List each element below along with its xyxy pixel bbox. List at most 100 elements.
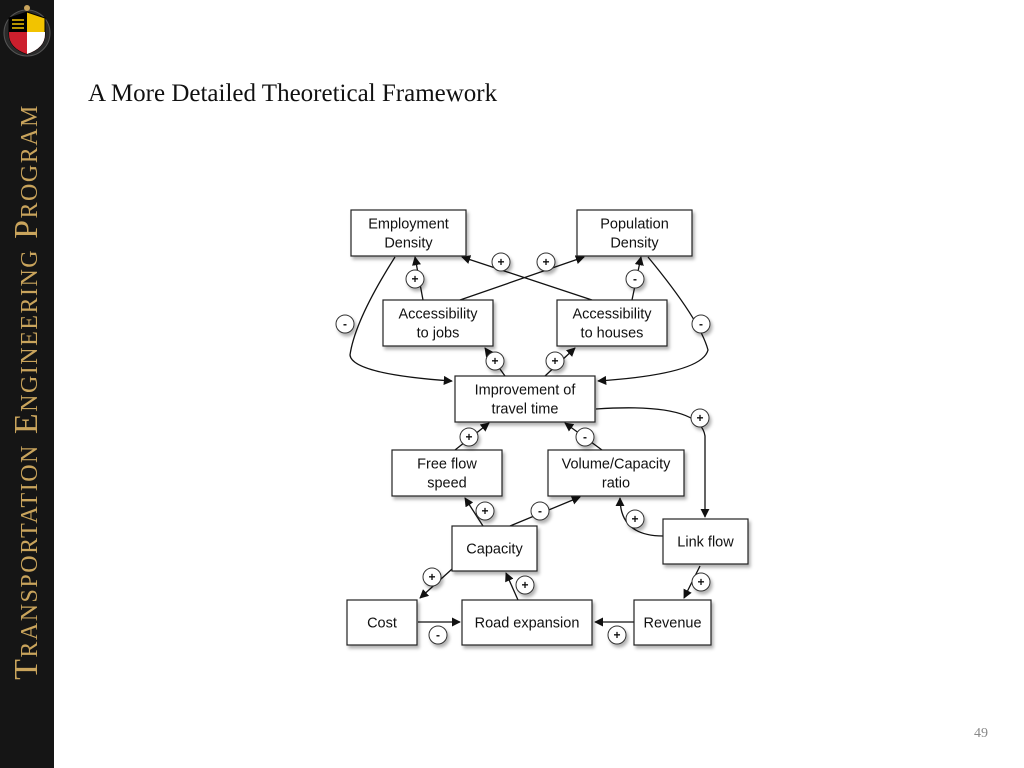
node-box xyxy=(547,449,685,497)
sign-badge: + xyxy=(475,501,495,521)
sign-label: + xyxy=(631,512,638,526)
sign-badge: + xyxy=(515,575,535,595)
node-label: speed xyxy=(427,476,467,492)
sign-label: + xyxy=(697,575,704,589)
node-label: Link flow xyxy=(677,535,734,551)
sign-badge: - xyxy=(530,501,550,521)
node-label: Accessibility xyxy=(399,307,479,323)
node-label: Improvement of xyxy=(475,383,577,399)
sign-label: + xyxy=(613,628,620,642)
node-label: Road expansion xyxy=(475,616,580,632)
slide-title: A More Detailed Theoretical Framework xyxy=(88,80,498,107)
sign-label: + xyxy=(491,354,498,368)
sign-label: + xyxy=(521,578,528,592)
node-acc_houses: Accessibility to houses xyxy=(556,299,668,347)
university-seal-icon xyxy=(3,5,51,57)
node-box xyxy=(576,209,693,257)
node-label: Density xyxy=(610,236,659,252)
sign-badge: - xyxy=(625,269,645,289)
node-label: travel time xyxy=(492,402,559,418)
sign-badge-circle xyxy=(485,351,505,371)
node-label: Capacity xyxy=(466,542,523,558)
sign-label: - xyxy=(699,317,703,331)
node-label: Free flow xyxy=(417,457,477,473)
sign-badge: - xyxy=(691,314,711,334)
link-acc_houses-to-employment xyxy=(461,255,593,301)
node-box xyxy=(454,375,596,423)
sidebar: Transportation Engineering Program xyxy=(0,0,54,768)
sign-badge: + xyxy=(485,351,505,371)
sign-badge: + xyxy=(691,572,711,592)
node-vc: Volume/Capacity ratio xyxy=(547,449,685,497)
sign-badge: + xyxy=(422,567,442,587)
sign-badge-circle xyxy=(428,625,448,645)
page-number: 49 xyxy=(974,726,988,741)
node-label: to houses xyxy=(581,326,644,342)
sign-badge-circle xyxy=(691,572,711,592)
node-box xyxy=(391,449,503,497)
sign-label: + xyxy=(542,255,549,269)
sign-label: - xyxy=(633,272,637,286)
node-linkflow: Link flow xyxy=(662,518,749,565)
sign-badge: - xyxy=(335,314,355,334)
link-capacity-to-freeflow xyxy=(464,497,484,527)
sign-label: - xyxy=(583,430,587,444)
sign-label: + xyxy=(465,430,472,444)
sign-label: - xyxy=(538,504,542,518)
node-label: Volume/Capacity xyxy=(562,457,672,473)
sign-badge-circle xyxy=(690,408,710,428)
node-label: Employment xyxy=(368,217,449,233)
sign-label: + xyxy=(551,354,558,368)
sign-badge-circle xyxy=(405,269,425,289)
node-box xyxy=(662,518,749,565)
link-improvement-to-linkflow xyxy=(595,407,710,518)
sign-label: + xyxy=(481,504,488,518)
node-revenue: Revenue xyxy=(633,599,712,646)
node-label: Population xyxy=(600,217,669,233)
node-box xyxy=(556,299,668,347)
sign-badge: + xyxy=(536,252,556,272)
sign-badge: + xyxy=(545,351,565,371)
link-road-to-capacity xyxy=(505,572,519,601)
node-box xyxy=(350,209,467,257)
sign-label: + xyxy=(428,570,435,584)
sign-badge: - xyxy=(575,427,595,447)
sign-badge-circle xyxy=(607,625,627,645)
node-label: ratio xyxy=(602,476,630,492)
sign-badge: + xyxy=(690,408,710,428)
link-acc_jobs-to-population xyxy=(459,255,585,301)
node-box xyxy=(451,525,538,572)
sign-badge-circle xyxy=(575,427,595,447)
node-label: Revenue xyxy=(643,616,701,632)
sign-badge-circle xyxy=(515,575,535,595)
sign-badge: + xyxy=(625,509,645,529)
sign-label: - xyxy=(436,628,440,642)
link-population-to-improvement xyxy=(597,256,709,385)
node-box xyxy=(461,599,593,646)
node-acc_jobs: Accessibility to jobs xyxy=(382,299,494,347)
node-box xyxy=(346,599,418,646)
sign-label: + xyxy=(497,255,504,269)
link-employment-to-improvement xyxy=(349,256,453,385)
node-label: Cost xyxy=(367,616,397,632)
sign-badge: + xyxy=(405,269,425,289)
sign-badge: + xyxy=(459,427,479,447)
node-label: Density xyxy=(384,236,433,252)
node-improvement: Improvement of travel time xyxy=(454,375,596,423)
sign-badge-circle xyxy=(422,567,442,587)
node-road: Road expansion xyxy=(461,599,593,646)
sign-badge-circle xyxy=(625,269,645,289)
sign-badge-circle xyxy=(335,314,355,334)
node-freeflow: Free flow speed xyxy=(391,449,503,497)
sign-badge: + xyxy=(491,252,511,272)
node-label: Accessibility xyxy=(573,307,653,323)
sign-badge-circle xyxy=(475,501,495,521)
node-capacity: Capacity xyxy=(451,525,538,572)
node-box xyxy=(633,599,712,646)
sign-badge-circle xyxy=(691,314,711,334)
sign-badge-circle xyxy=(545,351,565,371)
node-label: to jobs xyxy=(417,326,460,342)
